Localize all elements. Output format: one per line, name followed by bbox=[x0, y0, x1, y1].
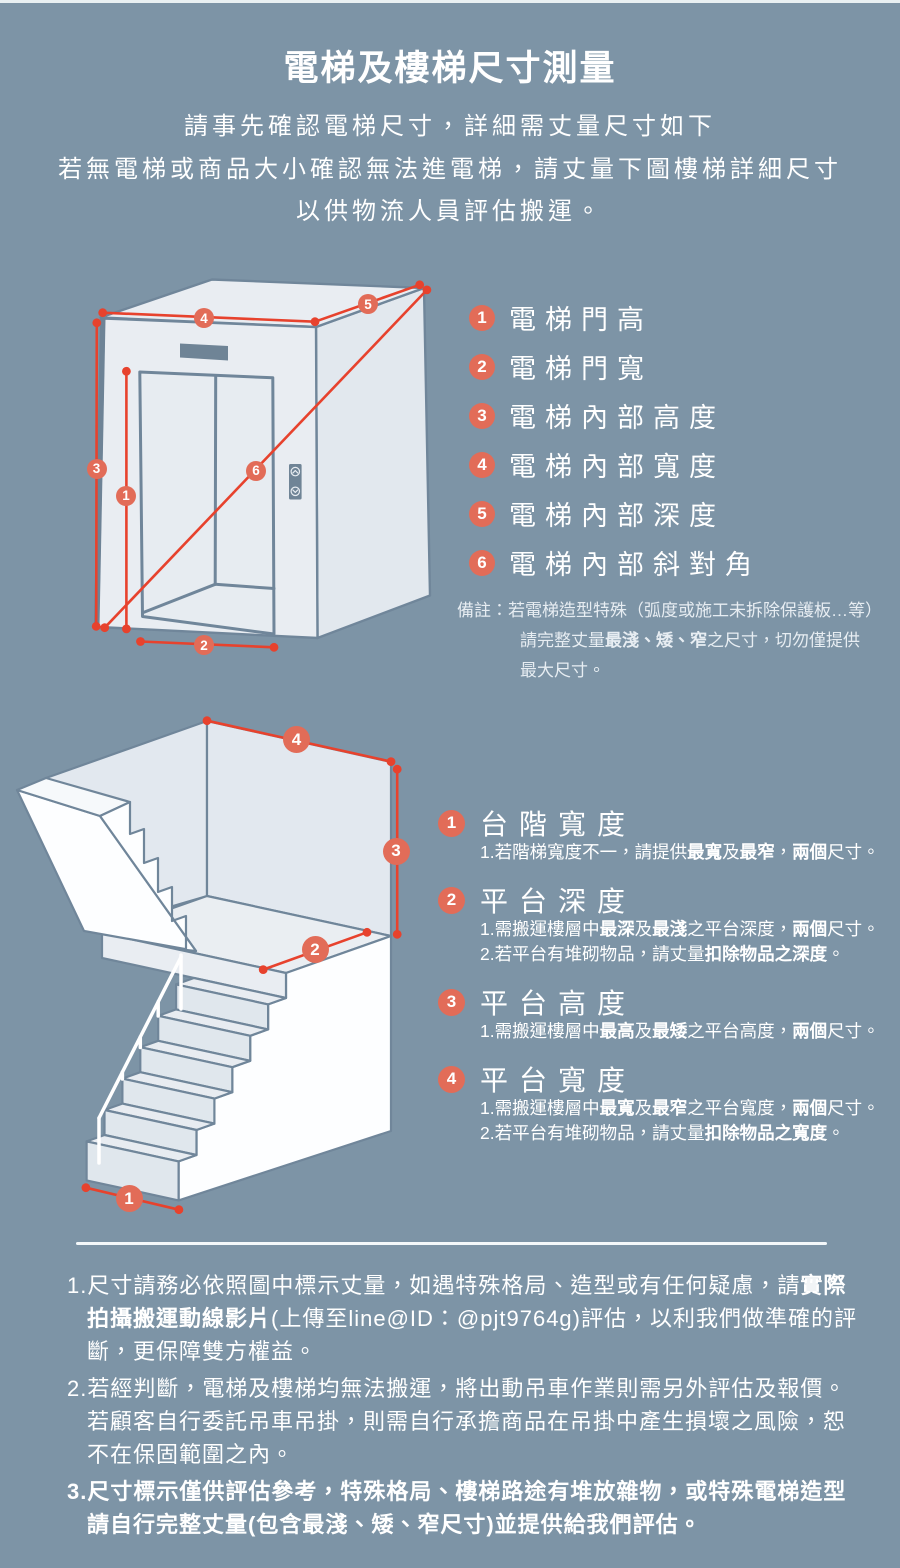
legend-label: 電梯內部高度 bbox=[509, 403, 725, 433]
stairs-legend-header: 1 台階寬度 bbox=[438, 806, 898, 840]
legend-title: 平台寬度 bbox=[480, 1065, 637, 1096]
stairs-marker-2: 2 bbox=[301, 936, 329, 963]
legend-badge-1: 1 bbox=[469, 304, 495, 331]
elevator-marker-3: 3 bbox=[86, 458, 107, 479]
stairs-riser bbox=[85, 1140, 180, 1202]
dim-line-inner-diagonal bbox=[103, 289, 428, 629]
footer-line: 2.若經判斷，電梯及樓梯均無法搬運，將出動吊車作業則需另外評估及報價。 bbox=[67, 1376, 847, 1401]
elevator-right-face bbox=[314, 286, 432, 640]
legend-detail: 2.若平台有堆砌物品，請丈量扣除物品之寬度。 bbox=[480, 1123, 845, 1143]
legend-label: 電梯門寬 bbox=[509, 354, 653, 384]
top-edge-strip bbox=[0, 0, 900, 3]
stairs-legend-item: 4 平台寬度 1.需搬運樓層中最寬及最窄之平台寬度，兩個尺寸。 2.若平台有堆砌… bbox=[438, 1062, 898, 1146]
legend-detail: 1.需搬運樓層中最高及最矮之平台高度，兩個尺寸。 bbox=[480, 1021, 880, 1041]
elevator-marker-2: 2 bbox=[194, 635, 214, 655]
stairs-marker-4: 4 bbox=[283, 726, 310, 753]
note-line: 最大尺寸。 bbox=[520, 661, 605, 680]
footer-divider bbox=[76, 1242, 827, 1245]
legend-title: 平台深度 bbox=[480, 886, 637, 917]
elevator-legend-item: 6 電梯內部斜對角 bbox=[469, 538, 761, 587]
legend-title: 平台高度 bbox=[480, 988, 637, 1019]
footer-line: 1.尺寸請務必依照圖中標示丈量，如遇特殊格局、造型或有任何疑慮，請實際 bbox=[67, 1273, 847, 1298]
footer-note-3: 3.尺寸標示僅供評估參考，特殊格局、樓梯路途有堆放雜物，或特殊電梯造型 請自行完… bbox=[67, 1475, 867, 1541]
legend-badge-5: 5 bbox=[469, 500, 495, 527]
intro-line: 以供物流人員評估搬運。 bbox=[296, 198, 604, 225]
footer-line: 3.尺寸標示僅供評估參考，特殊格局、樓梯路途有堆放雜物，或特殊電梯造型 bbox=[67, 1479, 847, 1504]
stairs-legend-header: 2 平台深度 bbox=[438, 883, 898, 917]
dim-line-endpoint-dots bbox=[91, 280, 432, 652]
elevator-marker-5: 5 bbox=[358, 294, 378, 314]
stairs-legend-item: 1 台階寬度 1.若階梯寬度不一，請提供最寬及最窄，兩個尺寸。 bbox=[438, 806, 898, 865]
footer-line: 若顧客自行委託吊車吊掛，則需自行承擔商品在吊掛中產生損壞之風險，恕 bbox=[87, 1409, 847, 1434]
intro-text: 請事先確認電梯尺寸，詳細需丈量尺寸如下 若無電梯或商品大小確認無法進電梯，請丈量… bbox=[0, 106, 900, 234]
elevator-marker-4: 4 bbox=[194, 308, 214, 328]
elevator-interior-floor-left bbox=[141, 582, 217, 614]
stairs-legend-header: 4 平台寬度 bbox=[438, 1062, 898, 1096]
stairs-marker-1: 1 bbox=[115, 1185, 143, 1212]
legend-badge-2: 2 bbox=[438, 886, 465, 914]
staircase-illustration bbox=[0, 690, 450, 1230]
legend-badge-3: 3 bbox=[438, 988, 465, 1016]
legend-label: 電梯內部寬度 bbox=[509, 452, 725, 482]
elevator-marker-1: 1 bbox=[116, 485, 136, 506]
legend-label: 電梯內部深度 bbox=[509, 501, 725, 531]
legend-label: 電梯門高 bbox=[509, 305, 653, 335]
footer-note-1: 1.尺寸請務必依照圖中標示丈量，如遇特殊格局、造型或有任何疑慮，請實際 拍攝搬運… bbox=[67, 1269, 867, 1368]
legend-detail: 1.需搬運樓層中最深及最淺之平台深度，兩個尺寸。 bbox=[480, 919, 880, 939]
staircase-isometric-drawing bbox=[15, 716, 402, 1215]
elevator-button-panel bbox=[289, 464, 302, 500]
legend-badge-4: 4 bbox=[438, 1065, 465, 1093]
elevator-legend-item: 2 電梯門寬 bbox=[469, 342, 761, 391]
footer-line: 請自行完整丈量(包含最淺、矮、窄尺寸)並提供給我們評估。 bbox=[87, 1512, 702, 1537]
upper-flight-steps bbox=[98, 800, 198, 953]
elevator-legend-item: 3 電梯內部高度 bbox=[469, 391, 761, 440]
intro-line: 請事先確認電梯尺寸，詳細需丈量尺寸如下 bbox=[184, 113, 716, 140]
handrail bbox=[97, 953, 183, 1165]
elevator-illustration bbox=[55, 258, 465, 670]
elevator-note: 備註：若電梯造型特殊（弧度或施工未拆除保護板…等） 請完整丈量最淺、矮、窄之尺寸… bbox=[457, 596, 893, 686]
elevator-marker-6: 6 bbox=[246, 460, 266, 481]
note-line: 備註：若電梯造型特殊（弧度或施工未拆除保護板…等） bbox=[457, 601, 882, 620]
intro-line: 若無電梯或商品大小確認無法進電梯，請丈量下圖樓梯詳細尺寸 bbox=[58, 155, 842, 183]
legend-badge-6: 6 bbox=[469, 549, 495, 576]
legend-badge-3: 3 bbox=[469, 402, 495, 429]
stairs-legend: 1 台階寬度 1.若階梯寬度不一，請提供最寬及最窄，兩個尺寸。 2 平台深度 1… bbox=[438, 806, 898, 1164]
legend-detail: 2.若平台有堆砌物品，請丈量扣除物品之深度。 bbox=[480, 944, 845, 964]
footer-line: 拍攝搬運動線影片(上傳至line@ID：@pjt9764g)評估，以利我們做準確… bbox=[87, 1306, 857, 1331]
elevator-display-panel bbox=[180, 343, 228, 361]
dim-line-endpoint-dots bbox=[81, 716, 402, 1215]
elevator-legend-item: 5 電梯內部深度 bbox=[469, 489, 761, 538]
elevator-legend-item: 1 電梯門高 bbox=[469, 293, 761, 342]
elevator-interior-corner bbox=[213, 375, 218, 586]
elevator-legend: 1 電梯門高 2 電梯門寬 3 電梯內部高度 4 電梯內部寬度 5 電梯內部深度… bbox=[469, 293, 761, 587]
footer-note-2: 2.若經判斷，電梯及樓梯均無法搬運，將出動吊車作業則需另外評估及報價。 若顧客自… bbox=[67, 1372, 867, 1471]
elevator-doorway bbox=[138, 370, 276, 636]
legend-title: 台階寬度 bbox=[480, 809, 637, 840]
legend-badge-1: 1 bbox=[438, 809, 465, 837]
page-title: 電梯及樓梯尺寸測量 bbox=[283, 49, 617, 88]
legend-badge-2: 2 bbox=[469, 353, 495, 380]
legend-label: 電梯內部斜對角 bbox=[509, 550, 761, 580]
legend-detail: 1.若階梯寬度不一，請提供最寬及最窄，兩個尺寸。 bbox=[480, 842, 880, 862]
legend-badge-4: 4 bbox=[469, 451, 495, 478]
elevator-isometric-drawing bbox=[91, 278, 432, 652]
elevator-legend-item: 4 電梯內部寬度 bbox=[469, 440, 761, 489]
stairs-legend-header: 3 平台高度 bbox=[438, 985, 898, 1019]
stairs-legend-item: 2 平台深度 1.需搬運樓層中最深及最淺之平台深度，兩個尺寸。 2.若平台有堆砌… bbox=[438, 883, 898, 967]
footer-line: 不在保固範圍之內。 bbox=[87, 1442, 295, 1467]
stairs-marker-3: 3 bbox=[382, 837, 410, 865]
footer-line: 斷，更保障雙方權益。 bbox=[87, 1339, 318, 1364]
footer-notes: 1.尺寸請務必依照圖中標示丈量，如遇特殊格局、造型或有任何疑慮，請實際 拍攝搬運… bbox=[67, 1269, 867, 1545]
elevator-interior-floor-right bbox=[213, 582, 276, 590]
legend-detail: 1.需搬運樓層中最寬及最窄之平台寬度，兩個尺寸。 bbox=[480, 1098, 880, 1118]
stairs-legend-item: 3 平台高度 1.需搬運樓層中最高及最矮之平台高度，兩個尺寸。 bbox=[438, 985, 898, 1044]
note-line: 請完整丈量最淺、矮、窄之尺寸，切勿僅提供 bbox=[520, 631, 860, 650]
